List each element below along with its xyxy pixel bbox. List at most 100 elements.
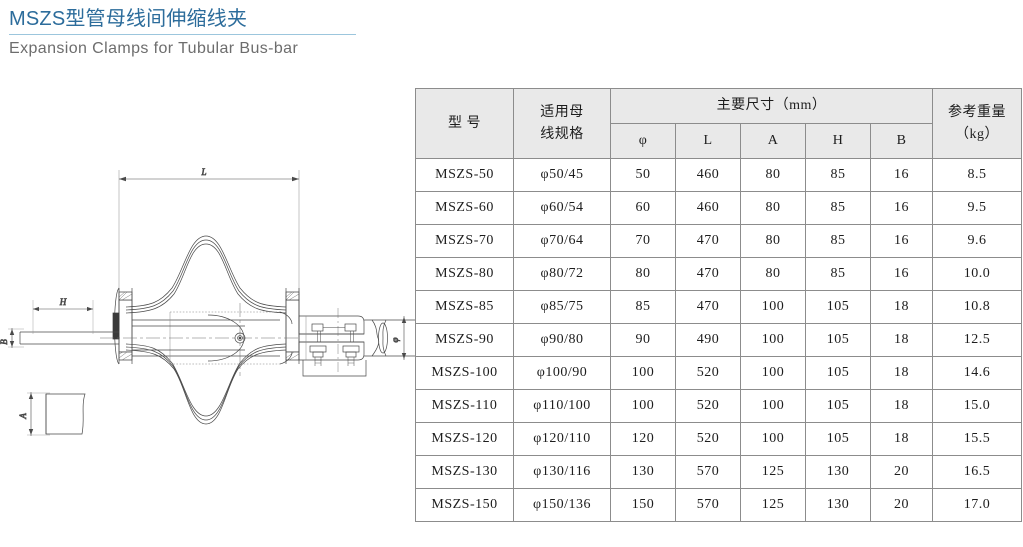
col-header-a: A — [740, 123, 806, 159]
cell-l: 470 — [675, 257, 741, 291]
dimension-label-phi: φ — [390, 337, 400, 342]
cell-weight: 14.6 — [932, 356, 1022, 390]
cell-bus-spec: φ85/75 — [513, 290, 611, 324]
cell-weight: 8.5 — [932, 158, 1022, 192]
weight-line-2: （kg） — [955, 126, 999, 142]
page-subtitle: Expansion Clamps for Tubular Bus-bar — [9, 40, 299, 57]
cell-model: MSZS-90 — [415, 323, 514, 357]
technical-drawing: L — [0, 148, 415, 493]
cell-phi: 50 — [610, 158, 676, 192]
cell-b: 20 — [870, 455, 933, 489]
title-divider — [9, 34, 356, 35]
col-header-phi: φ — [610, 123, 676, 159]
table-header-row-1: 型 号 适用母 线规格 主要尺寸（mm） 参考重量 （kg） — [415, 88, 1022, 159]
cell-l: 460 — [675, 158, 741, 192]
cell-weight: 10.8 — [932, 290, 1022, 324]
cell-bus-spec: φ100/90 — [513, 356, 611, 390]
cell-h: 105 — [805, 389, 871, 423]
cell-b: 18 — [870, 323, 933, 357]
cell-phi: 100 — [610, 356, 676, 390]
table-header-row-2: φ L A H B — [416, 123, 1022, 159]
cell-a: 100 — [740, 356, 806, 390]
cell-bus-spec: φ70/64 — [513, 224, 611, 258]
cell-h: 130 — [805, 455, 871, 489]
cell-h: 85 — [805, 158, 871, 192]
bus-spec-line-1: 适用母 — [540, 104, 584, 120]
cell-weight: 17.0 — [932, 488, 1022, 522]
cell-weight: 15.0 — [932, 389, 1022, 423]
cell-a: 80 — [740, 158, 806, 192]
cell-h: 85 — [805, 224, 871, 258]
cell-bus-spec: φ130/116 — [513, 455, 611, 489]
cell-l: 490 — [675, 323, 741, 357]
cell-a: 100 — [740, 290, 806, 324]
cell-weight: 16.5 — [932, 455, 1022, 489]
cell-phi: 85 — [610, 290, 676, 324]
cell-a: 80 — [740, 257, 806, 291]
cell-h: 85 — [805, 257, 871, 291]
cell-bus-spec: φ120/110 — [513, 422, 611, 456]
cell-model: MSZS-80 — [415, 257, 514, 291]
col-header-l: L — [675, 123, 741, 159]
cell-h: 105 — [805, 422, 871, 456]
cell-l: 520 — [675, 422, 741, 456]
cell-phi: 60 — [610, 191, 676, 225]
cell-model: MSZS-100 — [415, 356, 514, 390]
cell-a: 125 — [740, 455, 806, 489]
cell-model: MSZS-85 — [415, 290, 514, 324]
cell-bus-spec: φ50/45 — [513, 158, 611, 192]
cell-model: MSZS-120 — [415, 422, 514, 456]
col-header-main-dimensions: 主要尺寸（mm） — [610, 88, 933, 124]
cell-h: 130 — [805, 488, 871, 522]
cell-phi: 80 — [610, 257, 676, 291]
cell-phi: 120 — [610, 422, 676, 456]
cell-model: MSZS-50 — [415, 158, 514, 192]
cell-l: 470 — [675, 224, 741, 258]
cell-weight: 15.5 — [932, 422, 1022, 456]
cell-phi: 70 — [610, 224, 676, 258]
cell-a: 100 — [740, 323, 806, 357]
cell-bus-spec: φ90/80 — [513, 323, 611, 357]
cell-l: 460 — [675, 191, 741, 225]
cell-phi: 130 — [610, 455, 676, 489]
cell-weight: 10.0 — [932, 257, 1022, 291]
cell-model: MSZS-150 — [415, 488, 514, 522]
cell-a: 125 — [740, 488, 806, 522]
page-header: MSZS型管母线间伸缩线夹 Expansion Clamps for Tubul… — [9, 6, 409, 60]
col-header-bus-spec: 适用母 线规格 — [513, 88, 611, 159]
col-header-model: 型 号 — [415, 88, 514, 159]
cell-phi: 90 — [610, 323, 676, 357]
cell-weight: 12.5 — [932, 323, 1022, 357]
cell-a: 100 — [740, 389, 806, 423]
dimension-label-H: H — [59, 297, 67, 307]
col-header-h: H — [805, 123, 871, 159]
cell-h: 105 — [805, 356, 871, 390]
cell-bus-spec: φ150/136 — [513, 488, 611, 522]
cell-b: 18 — [870, 422, 933, 456]
cell-b: 16 — [870, 191, 933, 225]
cell-h: 105 — [805, 290, 871, 324]
cell-bus-spec: φ60/54 — [513, 191, 611, 225]
col-header-b: B — [870, 123, 933, 159]
cell-b: 16 — [870, 158, 933, 192]
cell-b: 16 — [870, 257, 933, 291]
cell-b: 18 — [870, 389, 933, 423]
cell-b: 20 — [870, 488, 933, 522]
cell-weight: 9.6 — [932, 224, 1022, 258]
cell-phi: 100 — [610, 389, 676, 423]
cell-a: 80 — [740, 224, 806, 258]
cell-b: 18 — [870, 356, 933, 390]
cell-l: 570 — [675, 488, 741, 522]
cell-l: 470 — [675, 290, 741, 324]
